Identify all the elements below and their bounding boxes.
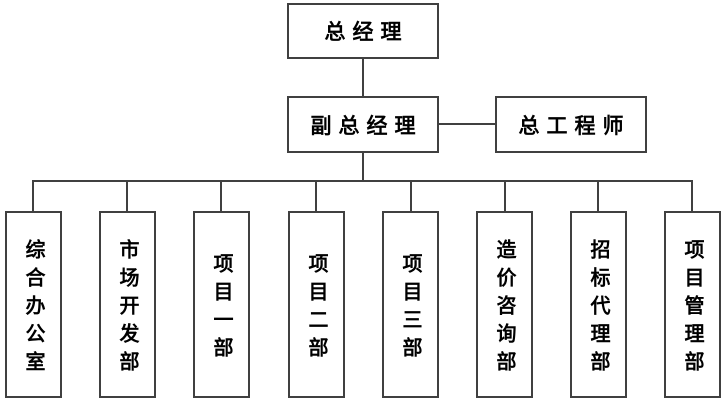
connector-drop-project-management [691,181,693,211]
connector-deputy-to-chief [439,123,495,125]
node-chief-engineer: 总工程师 [495,96,647,153]
node-deputy-general-manager: 副总经理 [287,96,439,153]
node-dept-project-management-label: 项目管理部 [681,238,703,379]
connector-bus-line [32,180,693,182]
node-dept-project-1: 项目一部 [193,211,250,398]
connector-drop-project-dept-3 [410,181,412,211]
node-dept-market-development: 市场开发部 [99,211,156,398]
node-dept-market-development-label: 市场开发部 [116,238,138,379]
node-dept-project-2: 项目二部 [288,211,345,398]
node-general-manager: 总经理 [287,3,439,59]
node-chief-engineer-label: 总工程师 [518,114,631,138]
connector-drop-bidding-agency [597,181,599,211]
node-dept-general-office-label: 综合办公室 [22,238,44,379]
node-dept-project-3-label: 项目三部 [399,252,421,365]
connector-drop-project-dept-1 [220,181,222,211]
node-dept-project-1-label: 项目一部 [210,252,232,365]
connector-deputy-to-bus [362,153,364,181]
node-dept-bidding-agency-label: 招标代理部 [587,238,609,379]
connector-drop-general-office [32,181,34,211]
connector-drop-project-dept-2 [315,181,317,211]
node-dept-general-office: 综合办公室 [5,211,62,398]
node-dept-cost-consulting: 造价咨询部 [476,211,533,398]
connector-drop-cost-consulting [504,181,506,211]
node-dept-bidding-agency: 招标代理部 [570,211,627,398]
node-dept-project-management: 项目管理部 [664,211,721,398]
node-dept-cost-consulting-label: 造价咨询部 [493,238,515,379]
node-dept-project-3: 项目三部 [382,211,439,398]
node-general-manager-label: 总经理 [324,21,409,44]
connector-top-to-deputy [362,59,364,96]
node-deputy-general-manager-label: 副总经理 [310,114,423,138]
node-dept-project-2-label: 项目二部 [305,252,327,365]
connector-drop-market-development [126,181,128,211]
